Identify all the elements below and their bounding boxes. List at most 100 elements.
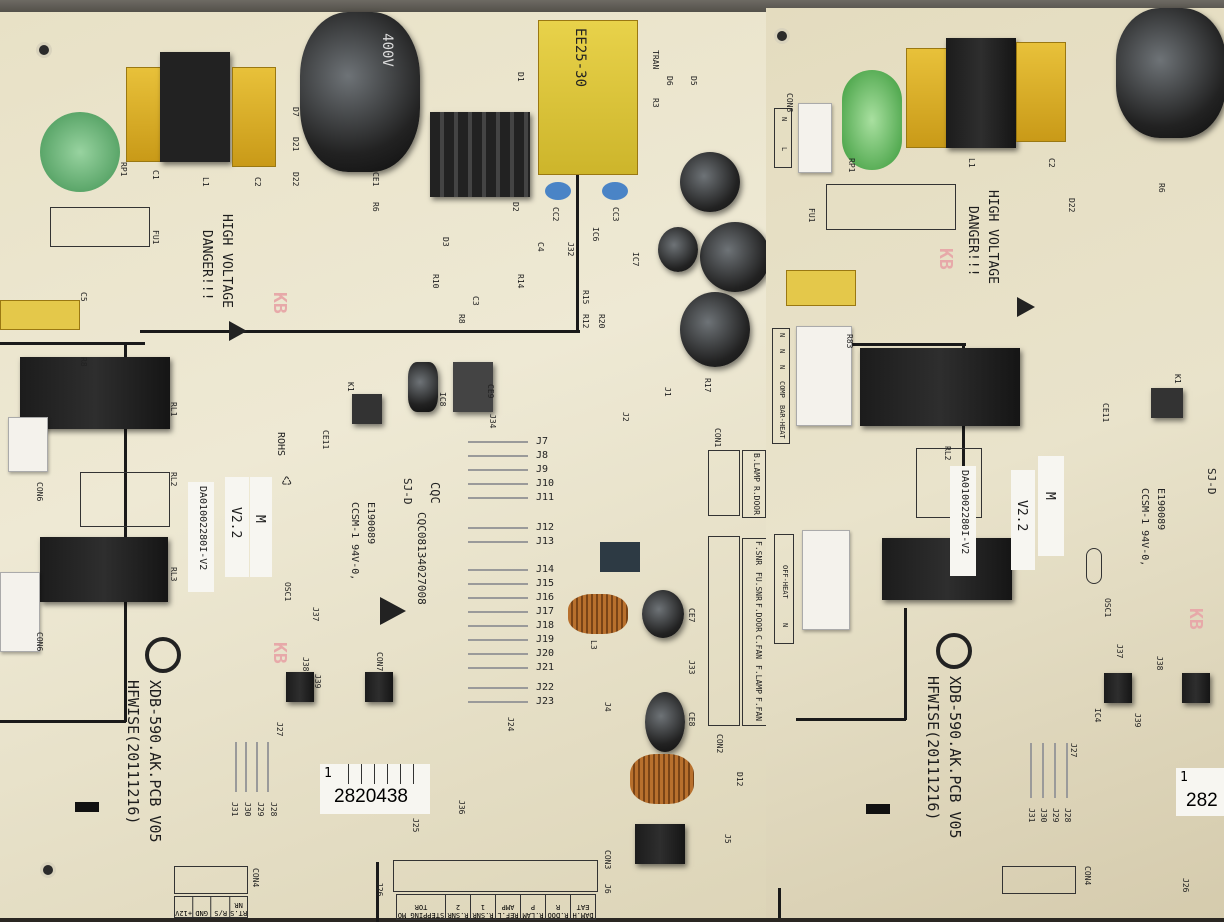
silkscreen-label: IC4 xyxy=(1093,708,1102,723)
bulk-capacitor xyxy=(1116,8,1224,138)
jumper-label: J14 xyxy=(536,564,555,575)
trace xyxy=(778,888,781,918)
jumper-label: J21 xyxy=(536,662,555,673)
silkscreen-label: J33 xyxy=(687,660,696,675)
silkscreen-label: R15 xyxy=(581,290,590,305)
y-capacitor xyxy=(545,182,571,200)
mount-screw xyxy=(36,42,52,58)
silkscreen-label: IC8 xyxy=(438,392,447,407)
silkscreen-label: J27 xyxy=(275,722,284,737)
filter-capacitor xyxy=(1016,42,1066,142)
silkscreen-label: J26 xyxy=(375,882,384,897)
con5-label: N xyxy=(778,333,786,338)
jumper-j31 xyxy=(235,742,237,792)
connector-con4 xyxy=(1002,866,1076,894)
silkscreen-label: OSC1 xyxy=(1103,598,1112,618)
con5-label: N xyxy=(778,365,786,370)
silkscreen-label: FU1 xyxy=(151,230,160,245)
silkscreen-label: K1 xyxy=(346,382,355,392)
con3-label: DAM.HEAT xyxy=(572,903,594,919)
heatsink xyxy=(430,112,530,197)
reset-button-k1[interactable] xyxy=(352,394,382,424)
part-number: DA01002280I-V2 xyxy=(197,486,208,571)
filter-capacitor xyxy=(126,67,166,162)
con5-label: N xyxy=(778,349,786,354)
silkscreen-label: L1 xyxy=(201,177,210,187)
jumper-wire xyxy=(468,667,528,669)
filter-capacitor xyxy=(232,67,276,167)
relay-footprint-rl2 xyxy=(80,472,170,527)
trace xyxy=(0,342,145,345)
kb-mark: KB xyxy=(935,248,956,270)
jumper-wire xyxy=(468,497,528,499)
part-number: DA01002280I-V2 xyxy=(959,470,970,555)
jumper-wire xyxy=(468,611,528,613)
capacitor-c5 xyxy=(0,300,80,330)
esd-warning-icon xyxy=(380,597,406,625)
silkscreen-label: J29 xyxy=(256,802,265,817)
relay-rl1 xyxy=(860,348,1020,426)
con5-label: BAR-HEAT xyxy=(778,405,786,439)
silkscreen-label: L3 xyxy=(589,640,598,650)
varistor xyxy=(40,112,120,192)
con3-label: STEPPING MOTOR xyxy=(397,895,446,919)
jumper-label: J12 xyxy=(536,522,555,533)
silkscreen-label: OSC1 xyxy=(283,582,292,602)
regulator xyxy=(635,824,685,864)
trace xyxy=(796,718,906,721)
m-text: M xyxy=(1042,492,1057,500)
silkscreen-label: J34 xyxy=(488,414,497,429)
m-sticker: M xyxy=(250,477,272,577)
jumper-label: J17 xyxy=(536,606,555,617)
con2-label: F.DOOR xyxy=(754,603,763,632)
trace xyxy=(124,342,127,722)
jumper-wire xyxy=(468,583,528,585)
con6-label: N xyxy=(781,623,789,628)
version-text: V2.2 xyxy=(228,507,243,539)
con2-label: F.SNR xyxy=(754,541,763,566)
barcode-top: 1 xyxy=(324,766,332,781)
high-voltage-icon xyxy=(229,321,247,341)
jumper-label: J8 xyxy=(536,450,549,461)
jumper-label: J23 xyxy=(536,696,555,707)
jumper-wire xyxy=(468,469,528,471)
ul-number: E190089 xyxy=(1155,488,1166,531)
silkscreen-label: R20 xyxy=(597,314,606,329)
silkscreen-label: J24 xyxy=(506,717,515,732)
silkscreen-label: R83 xyxy=(845,334,854,349)
arrow-marker-icon xyxy=(75,802,99,812)
connector-con7a xyxy=(1104,673,1132,703)
bulk-cap-rating: 400V xyxy=(378,33,395,67)
kb-mark: KB xyxy=(269,292,290,314)
silkscreen-label: J39 xyxy=(1133,713,1142,728)
silkscreen-label: CON7 xyxy=(375,652,384,672)
silkscreen-label: CON4 xyxy=(251,868,260,888)
silkscreen-label: CON2 xyxy=(715,734,724,754)
warning-label-line2: DANGER!!! xyxy=(965,206,980,277)
silkscreen-label: CON3 xyxy=(603,850,612,870)
silkscreen-label: R3 xyxy=(651,98,660,108)
cqc-cert: CQC08134027008 xyxy=(415,512,428,605)
silkscreen-label: J30 xyxy=(243,802,252,817)
jumper-j30 xyxy=(1042,743,1044,798)
electrolytic-capacitor xyxy=(680,292,750,367)
sj-d-mark: SJ-D xyxy=(1205,468,1218,495)
silkscreen-label: J1 xyxy=(663,387,672,397)
oscillator-footprint xyxy=(1086,548,1102,584)
reset-button-k1[interactable] xyxy=(1151,388,1183,418)
silkscreen-label: J38 xyxy=(301,657,310,672)
con2-label: FU.SNR xyxy=(754,572,763,601)
jumper-wire xyxy=(468,455,528,457)
jumper-label: J11 xyxy=(536,492,555,503)
transformer xyxy=(538,20,638,175)
con2-label: F.LAMP xyxy=(754,665,763,694)
connector-con3 xyxy=(393,860,598,892)
connector-con7b xyxy=(1182,673,1210,703)
silkscreen-label: D3 xyxy=(441,237,450,247)
silkscreen-label: J31 xyxy=(1027,808,1036,823)
capacitor xyxy=(786,270,856,306)
con5-label-box: N N N COMP BAR-HEAT xyxy=(772,328,790,444)
common-mode-choke xyxy=(160,52,230,162)
trace xyxy=(962,343,965,543)
mount-screw xyxy=(774,28,790,44)
